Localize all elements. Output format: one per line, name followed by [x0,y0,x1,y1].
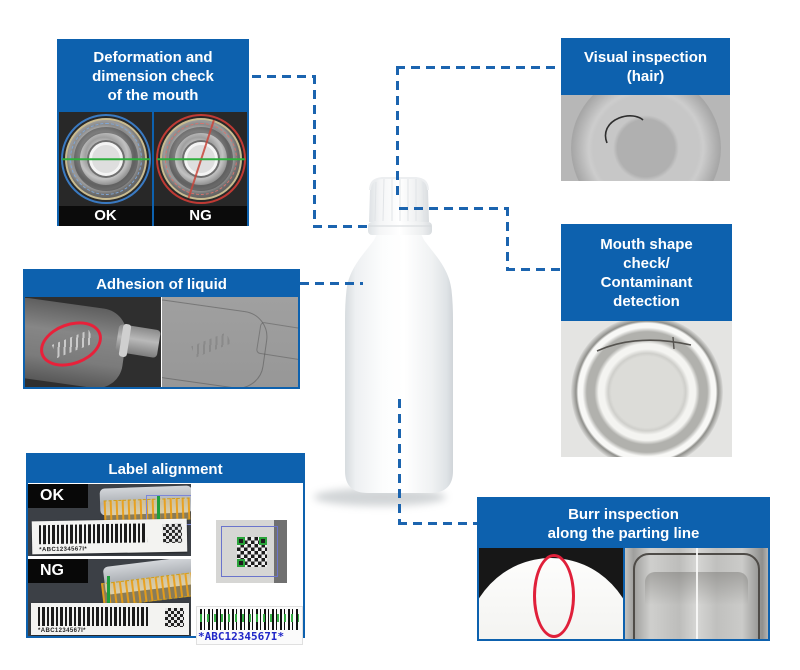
barcode-label: *ABC1234567I* [31,518,188,555]
connector-mouth-h1 [399,207,509,210]
title-line: Burr inspection [568,505,679,523]
title-line: Mouth shape [600,235,693,253]
visual-title: Visual inspection (hair) [561,38,730,95]
connector-adhesion-h [300,282,363,285]
label-alignment-images: *ABC1234567I* OK *ABC1234567I* NG [28,483,303,645]
qr-read-image [216,520,287,583]
burr-images [479,548,768,639]
ok-label: OK [59,206,152,226]
callout-mouth-shape: Mouth shape check/ Contaminant detection [561,224,732,457]
ng-label: NG [154,206,247,226]
barcode-text: *ABC1234567I* [38,628,86,634]
burr-title: Burr inspection along the parting line [479,499,768,548]
connector-deformation-h1 [252,75,316,78]
connector-visual-h [396,66,561,69]
parting-line-ellipse [533,554,575,638]
bottle-illustration [314,177,453,506]
ng-tag: NG [28,559,88,583]
title-line: of the mouth [107,87,199,104]
green-measure-line [61,158,150,160]
parting-line [696,548,699,639]
barcode-label: *ABC1234567I* [31,603,189,635]
cap-ribs [374,178,425,222]
burr-processed-image [624,548,768,639]
adhesion-images [25,297,298,387]
connector-visual-v [396,66,399,196]
connector-mouth-v [506,207,509,271]
connector-deformation-h2 [313,225,373,228]
contaminant-crack [596,336,692,352]
qr-code [236,536,267,567]
green-marker [157,496,160,522]
deformation-title: Deformation and dimension check of the m… [59,41,247,112]
adhesion-title: Adhesion of liquid [25,271,298,297]
title-line: dimension check [92,68,214,85]
title-line: check/ [623,254,670,272]
adhesion-processed-image [162,297,298,387]
qr-code [162,523,183,544]
label-alignment-title: Label alignment [28,455,303,483]
title-line: Adhesion of liquid [96,275,227,293]
barcode-readout-text: *ABC1234567I* [198,630,285,643]
title-line: Label alignment [108,460,223,478]
burr-photo [479,548,623,639]
barcode-text: *ABC1234567I* [39,546,88,554]
callout-visual-inspection: Visual inspection (hair) [561,38,730,181]
deformation-images [59,112,247,206]
qr-code [165,608,184,627]
title-line: (hair) [626,67,665,85]
ok-tag: OK [28,484,88,508]
hair-inspection-image [561,95,730,181]
barcode-read-image: *ABC1234567I* [196,606,303,645]
bottle-collar [368,222,432,235]
green-marker [107,576,110,610]
barcode-read-marks [200,614,299,622]
barcode [38,523,148,545]
mouth-image-ng [154,112,247,206]
title-line: detection [613,292,680,310]
deformation-result-labels: OK NG [59,206,247,226]
title-line: along the parting line [547,524,700,542]
bottle-body [345,232,453,493]
connector-burr-v [398,399,401,525]
connector-burr-h [398,522,478,525]
title-line: Visual inspection [583,48,708,66]
mouth-image-ok [59,112,152,206]
mouth-shape-image [561,321,732,457]
green-measure-line [156,158,245,160]
title-line: Contaminant [600,273,693,291]
title-line: Deformation and [93,49,213,66]
adhesion-photo [25,297,161,387]
connector-deformation-v [313,75,316,228]
bottle-cap [369,178,429,222]
barcode [38,607,148,626]
connector-mouth-h2 [506,268,562,271]
hair-defect [604,115,644,144]
callout-label-alignment: Label alignment *ABC1234567I* OK [26,453,305,645]
callout-adhesion: Adhesion of liquid [23,269,300,389]
callout-burr-inspection: Burr inspection along the parting line [477,497,770,641]
callout-deformation-check: Deformation and dimension check of the m… [57,39,249,226]
label-photo-ok: *ABC1234567I* OK [28,484,191,556]
qr-frame [221,526,278,577]
mouth-shape-title: Mouth shape check/ Contaminant detection [561,224,732,321]
label-photo-ng: *ABC1234567I* NG [28,559,191,636]
